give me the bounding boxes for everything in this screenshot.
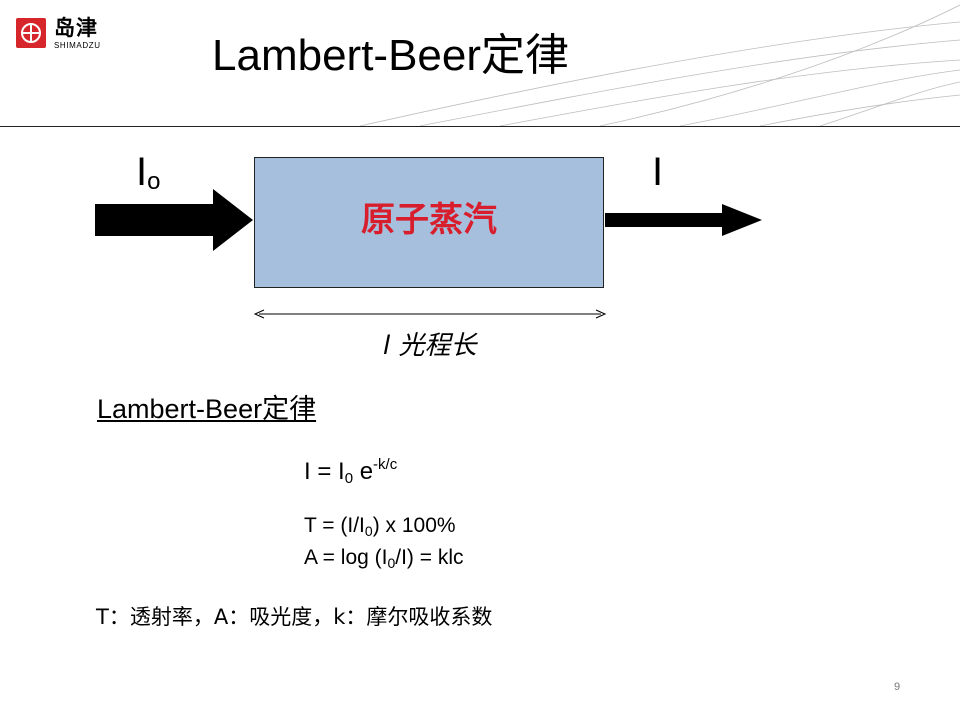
incident-arrow	[95, 189, 253, 251]
header-divider	[0, 126, 960, 127]
atomic-vapor-label: 原子蒸汽	[361, 200, 497, 240]
law-heading: Lambert-Beer定律	[97, 394, 317, 424]
eq3-sub: 0	[387, 555, 396, 571]
logo-brand-en: SHIMADZU	[54, 41, 101, 50]
eq1-sup: -k/c	[373, 456, 398, 473]
eq1-sub: 0	[344, 470, 354, 487]
logo-brand-cn: 岛津	[54, 16, 98, 40]
transmitted-intensity-label: I	[652, 150, 664, 194]
eq2-sub: 0	[364, 523, 373, 539]
eq2-b: ) x 100%	[372, 514, 456, 537]
slide-title: Lambert-Beer定律	[212, 31, 570, 80]
eq3-a: A = log (I	[304, 546, 388, 569]
incident-intensity-label: Io	[136, 150, 160, 204]
header-decorative-curves	[359, 4, 960, 127]
eq1-lhs: I = I	[304, 458, 345, 485]
page-number: 9	[894, 681, 901, 693]
diagram-arrows	[95, 189, 762, 319]
eq1-mid: e	[353, 458, 374, 485]
path-length-arrow	[253, 309, 607, 319]
equation-absorbance: A = log (I0/I) = klc	[304, 544, 464, 577]
atomic-vapor-box	[254, 157, 604, 288]
transmitted-arrow	[605, 204, 762, 236]
shimadzu-logo-icon	[16, 18, 46, 48]
eq3-b: /I) = klc	[395, 546, 464, 569]
incident-intensity-symbol: I	[136, 150, 148, 194]
equation-intensity: I = I0 e-k/c	[304, 450, 397, 494]
path-length-label: l 光程长	[383, 331, 477, 361]
equation-transmittance: T = (I/I0) x 100%	[304, 512, 456, 545]
symbol-legend: T：透射率，A：吸光度，k：摩尔吸收系数	[96, 605, 493, 629]
eq2-a: T = (I/I	[304, 514, 365, 537]
incident-intensity-subscript: o	[147, 168, 161, 195]
